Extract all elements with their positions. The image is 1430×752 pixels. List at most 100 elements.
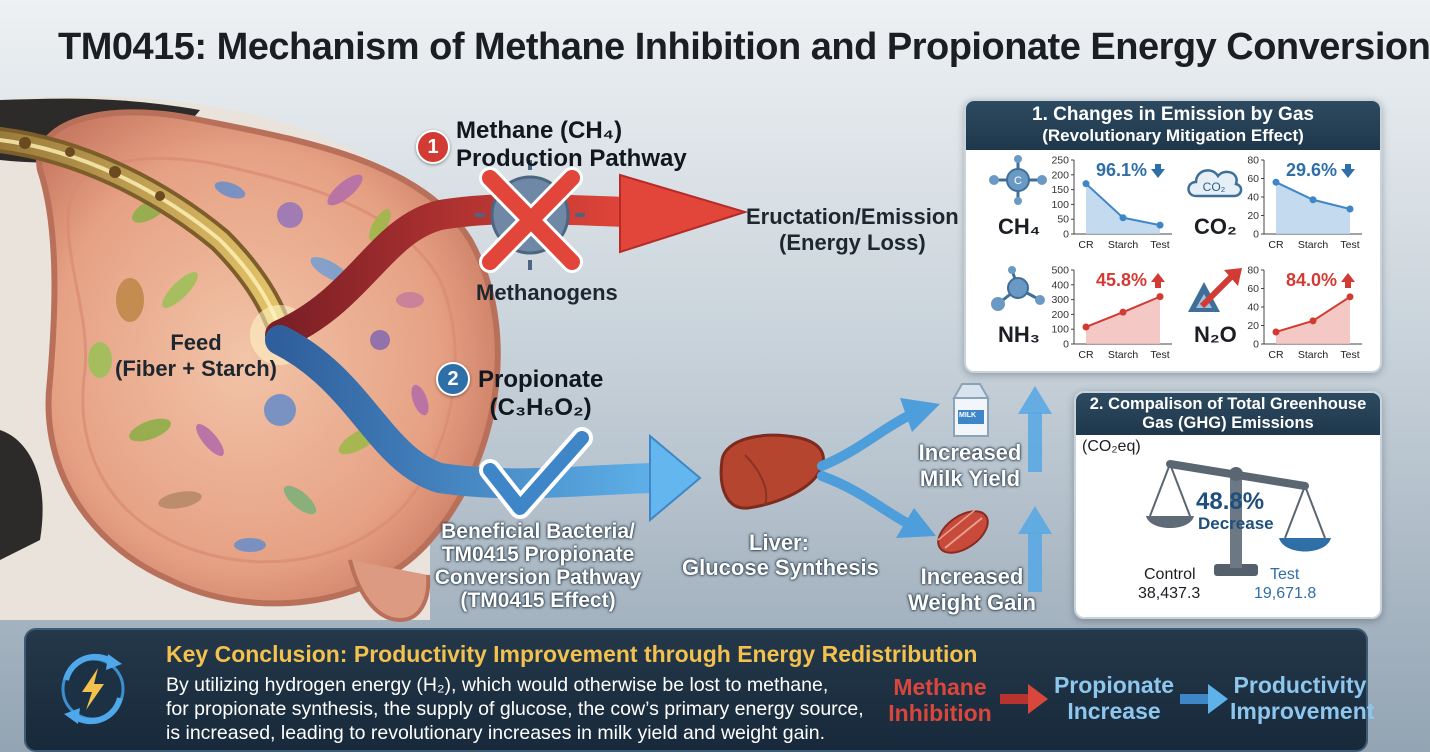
milk-carton-text: MILK [959, 412, 977, 419]
chart-percent-annotation: 29.6% [1286, 160, 1337, 180]
chart-x-tick-label: CR [1268, 349, 1284, 361]
chart-data-point [1346, 293, 1354, 301]
chart-y-tick-label: 100 [1051, 199, 1069, 211]
milk-yield-label: Increased Milk Yield [918, 440, 1022, 491]
chart-x-tick-label: Test [1340, 239, 1359, 251]
rumen-illustration [0, 96, 1052, 623]
chart-area-CH₄ [1086, 183, 1160, 234]
beneficial-bacteria-label: Beneficial Bacteria/ TM0415 Propionate C… [434, 520, 642, 612]
ghg-unit-label: (CO₂eq) [1082, 438, 1141, 455]
co2-gas-name: CO₂ [1194, 214, 1237, 239]
chart-x-tick-label: Test [1150, 349, 1169, 361]
chart-data-point [1119, 214, 1127, 222]
flow-arrow-icon [1180, 684, 1228, 714]
conclusion-title: Key Conclusion: Productivity Improvement… [166, 641, 978, 667]
pathway-2-badge: 2 [436, 362, 470, 396]
liver-icon [719, 433, 825, 510]
chart-x-tick-label: CR [1078, 239, 1094, 251]
chart-data-point [1346, 205, 1354, 213]
muscle-icon [937, 509, 989, 554]
test-label: Test [1270, 566, 1300, 583]
nh3-molecule-icon [991, 266, 1045, 311]
chart-x-tick-label: Starch [1298, 349, 1329, 361]
increase-arrow-icon [1018, 386, 1052, 472]
page-title: TM0415: Mechanism of Methane Inhibition … [58, 26, 1430, 68]
up-arrow-icon [1341, 273, 1355, 288]
chart-x-tick-label: Starch [1298, 239, 1329, 251]
chart-y-tick-label: 200 [1051, 309, 1069, 321]
chart-data-point [1156, 221, 1164, 229]
chart-data-point [1082, 180, 1090, 188]
chart-data-point [1156, 293, 1164, 301]
chart-data-point [1272, 178, 1280, 186]
chart-data-point [1119, 308, 1127, 316]
test-value: 19,671.8 [1254, 585, 1317, 602]
flow-step-productivity-improvement: Productivity Improvement [1230, 672, 1375, 724]
checkmark-icon [479, 427, 593, 519]
chart-y-tick-label: 50 [1057, 214, 1069, 226]
chart-y-tick-label: 400 [1051, 279, 1069, 291]
chart-y-tick-label: 150 [1051, 184, 1069, 196]
chart-y-tick-label: 200 [1051, 169, 1069, 181]
chart-y-tick-label: 80 [1247, 155, 1259, 167]
chart-percent-annotation: 96.1% [1096, 160, 1147, 180]
pathway-1-badge: 1 [416, 130, 450, 164]
down-arrow-icon [1341, 164, 1355, 178]
up-arrow-icon [1151, 273, 1165, 288]
chart-y-tick-label: 0 [1253, 229, 1259, 241]
panel-2-header: 2. Compalison of Total Greenhouse Gas (G… [1076, 393, 1380, 435]
weight-branch-arrow [817, 471, 910, 527]
chart-data-point [1309, 317, 1317, 325]
panel-1-header: 1. Changes in Emission by Gas (Revolutio… [966, 101, 1380, 150]
chart-y-tick-label: 60 [1247, 283, 1259, 295]
ghg-change-label: Decrease [1198, 514, 1274, 533]
methanogens-label: Methanogens [476, 280, 618, 305]
chart-x-tick-label: CR [1078, 349, 1094, 361]
chart-data-point [1272, 328, 1280, 336]
balance-scale-icon [1146, 460, 1331, 576]
chart-y-tick-label: 80 [1247, 265, 1259, 277]
n2o-rising-icon [1188, 268, 1242, 312]
chart-y-tick-label: 100 [1051, 324, 1069, 336]
control-label: Control [1144, 566, 1196, 583]
chart-y-tick-label: 250 [1051, 155, 1069, 167]
conclusion-bar [24, 628, 1368, 752]
methane-pathway-label: Methane (CH₄) Production Pathway [456, 117, 687, 172]
co2-icon-text: CO₂ [1203, 180, 1226, 194]
flow-step-methane-inhibition: Methane Inhibition [888, 674, 992, 726]
increase-arrow-icon [1018, 506, 1052, 592]
chart-percent-annotation: 84.0% [1286, 270, 1337, 290]
feed-label: Feed (Fiber + Starch) [115, 330, 277, 381]
chart-y-tick-label: 40 [1247, 192, 1259, 204]
propionate-label: Propionate (C₃H₆O₂) [478, 366, 604, 421]
energy-cycle-icon [61, 653, 125, 725]
ch4-gas-name: CH₄ [998, 214, 1041, 239]
chart-y-tick-label: 0 [1063, 339, 1069, 351]
chart-x-tick-label: CR [1268, 239, 1284, 251]
propionate-pathway-arrow [265, 325, 675, 499]
chart-x-tick-label: Test [1150, 239, 1169, 251]
chart-percent-annotation: 45.8% [1096, 270, 1147, 290]
eructation-label: Eructation/Emission (Energy Loss) [746, 204, 959, 255]
n2o-gas-name: N₂O [1194, 322, 1237, 347]
milk-carton-icon [952, 383, 990, 437]
ch4-icon-text: C [1014, 175, 1022, 187]
co2-cloud-icon: CO₂ [1187, 169, 1243, 198]
conclusion-body: By utilizing hydrogen energy (H₂), which… [166, 674, 864, 744]
infographic-stage: TM0415: Mechanism of Methane Inhibition … [0, 26, 1430, 752]
ghg-percent: 48.8% [1196, 488, 1265, 515]
chart-y-tick-label: 300 [1051, 294, 1069, 306]
ghg-comparison-panel: 2. Compalison of Total Greenhouse Gas (G… [1074, 391, 1382, 619]
methane-arrow-head [619, 173, 749, 254]
chart-y-tick-label: 500 [1051, 265, 1069, 277]
chart-x-tick-label: Starch [1108, 239, 1139, 251]
nh3-gas-name: NH₃ [998, 322, 1040, 347]
blocked-x-icon [479, 167, 583, 273]
chart-x-tick-label: Test [1340, 349, 1359, 361]
chart-x-tick-label: Starch [1108, 349, 1139, 361]
milk-branch-arrow [817, 410, 915, 471]
